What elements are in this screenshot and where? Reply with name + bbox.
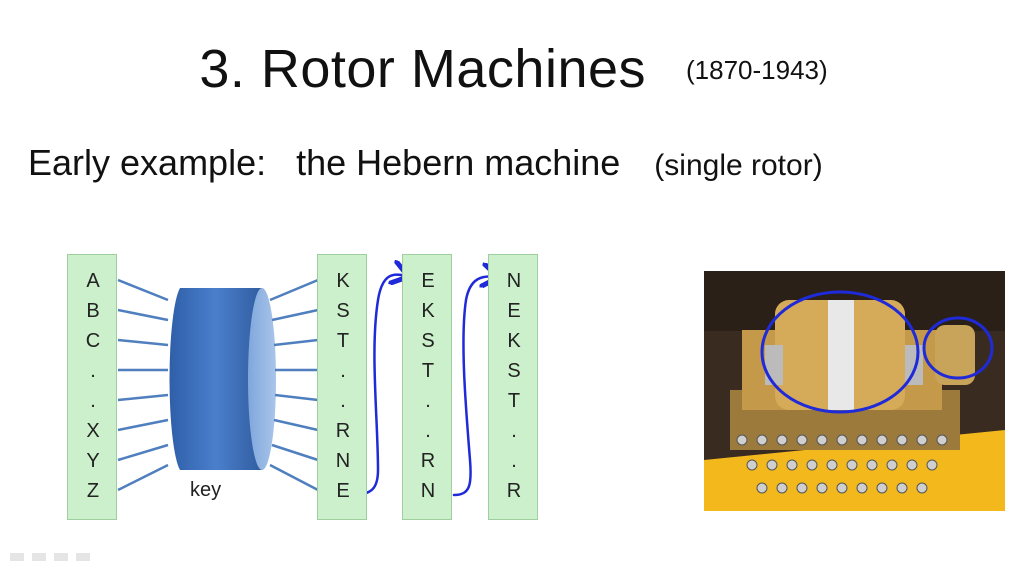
- title-text: 3. Rotor Machines: [199, 39, 647, 99]
- slide-title: 3. Rotor Machines (1870-1943): [0, 38, 1027, 100]
- column-letter: S: [421, 330, 435, 352]
- column-letter: K: [421, 300, 435, 322]
- output-wires: [269, 278, 319, 492]
- subtitle-text: Early example: the Hebern machine: [28, 142, 621, 183]
- column-letter: B: [86, 300, 100, 322]
- title-years: (1870-1943): [686, 55, 828, 85]
- column-letter: X: [86, 420, 100, 442]
- column-letter: .: [511, 450, 517, 472]
- input-wires: [117, 278, 169, 492]
- column-letter: Y: [86, 450, 100, 472]
- column-letter: E: [421, 270, 435, 292]
- column-letter: R: [335, 420, 351, 442]
- column-letter: K: [336, 270, 350, 292]
- column-letter: T: [507, 390, 521, 412]
- column-letter: S: [507, 360, 521, 382]
- subtitle-note: (single rotor): [654, 149, 823, 182]
- column-letter: S: [336, 300, 350, 322]
- key-label: key: [190, 479, 222, 501]
- column-letter: .: [90, 360, 96, 382]
- hebern-machine-photo: [704, 271, 1005, 511]
- column-letter: N: [335, 450, 351, 472]
- column-letter: .: [425, 390, 431, 412]
- column-letter: .: [340, 390, 346, 412]
- slide-subtitle: Early example: the Hebern machine (single…: [28, 142, 823, 184]
- slide-toolbar: [10, 553, 90, 561]
- column-letter: R: [506, 480, 522, 502]
- column-letter: C: [85, 330, 101, 352]
- column-letter: K: [507, 330, 521, 352]
- column-letter: T: [336, 330, 350, 352]
- column-letter: .: [511, 420, 517, 442]
- column-letter: N: [420, 480, 436, 502]
- column-letter: E: [507, 300, 521, 322]
- column-letter: .: [340, 360, 346, 382]
- column-letter: A: [86, 270, 100, 292]
- column-letter: .: [425, 420, 431, 442]
- rotation-arrows: [350, 275, 496, 497]
- column-letter: .: [90, 390, 96, 412]
- column-letter: N: [506, 270, 522, 292]
- column-letter: T: [421, 360, 435, 382]
- column-letter: Z: [86, 480, 100, 502]
- column-letter: E: [336, 480, 350, 502]
- column-letter: R: [420, 450, 436, 472]
- rotor-cylinder: [169, 288, 276, 470]
